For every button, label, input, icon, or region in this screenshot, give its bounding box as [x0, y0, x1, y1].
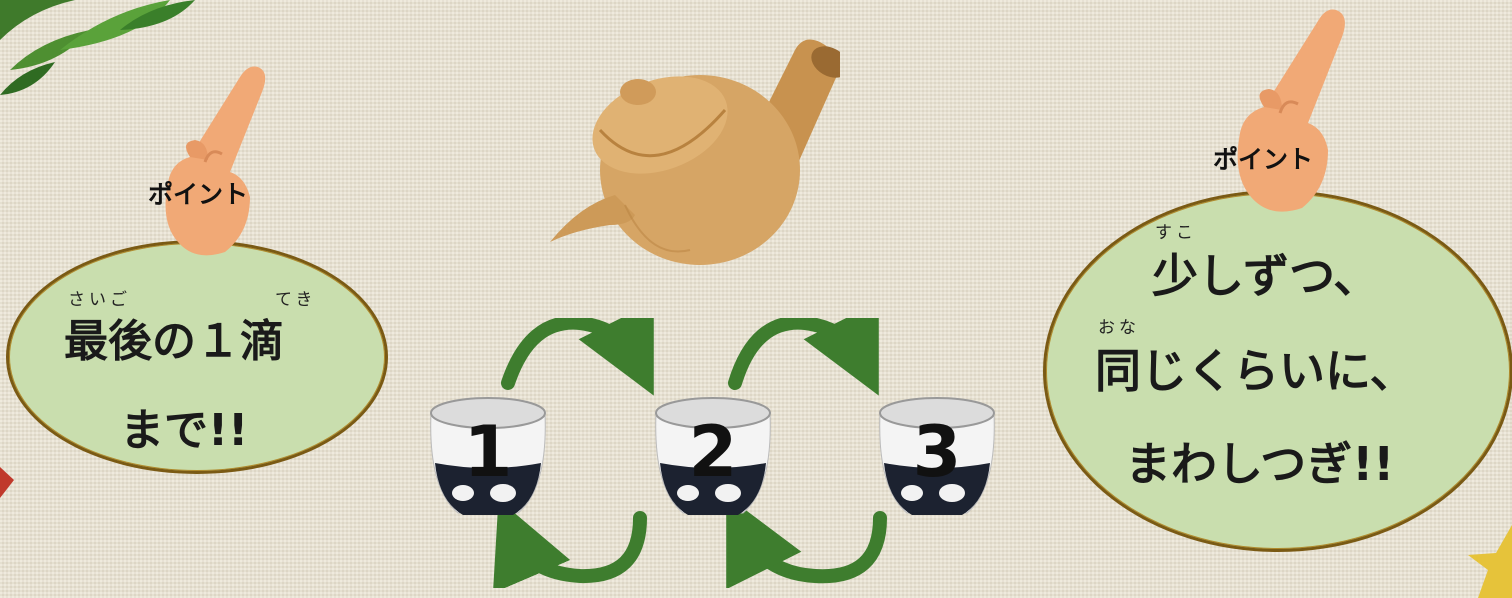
- teacup-2: 2: [648, 393, 778, 521]
- point-label-left: ポイント: [148, 175, 248, 211]
- teapot-icon: [540, 20, 840, 275]
- teacup-1: 1: [423, 393, 553, 521]
- flower-decoration-icon: [0, 462, 16, 502]
- cup-number: 2: [648, 411, 778, 493]
- cup-number: 1: [423, 411, 553, 493]
- pointing-hand-icon: [150, 62, 280, 262]
- right-line-2: 同じくらいに、: [1095, 335, 1416, 401]
- cup-number: 3: [872, 411, 1002, 493]
- star-decoration-icon: [1468, 525, 1512, 598]
- right-line-1: 少しずつ、: [1152, 240, 1379, 306]
- point-label-right: ポイント: [1213, 140, 1313, 176]
- left-line-1: 最後の１滴: [64, 305, 284, 369]
- teacup-3: 3: [872, 393, 1002, 521]
- left-line-2: まで!!: [120, 394, 248, 458]
- right-line-3: まわしつぎ!!: [1125, 428, 1394, 494]
- pointing-hand-icon: [1218, 5, 1358, 220]
